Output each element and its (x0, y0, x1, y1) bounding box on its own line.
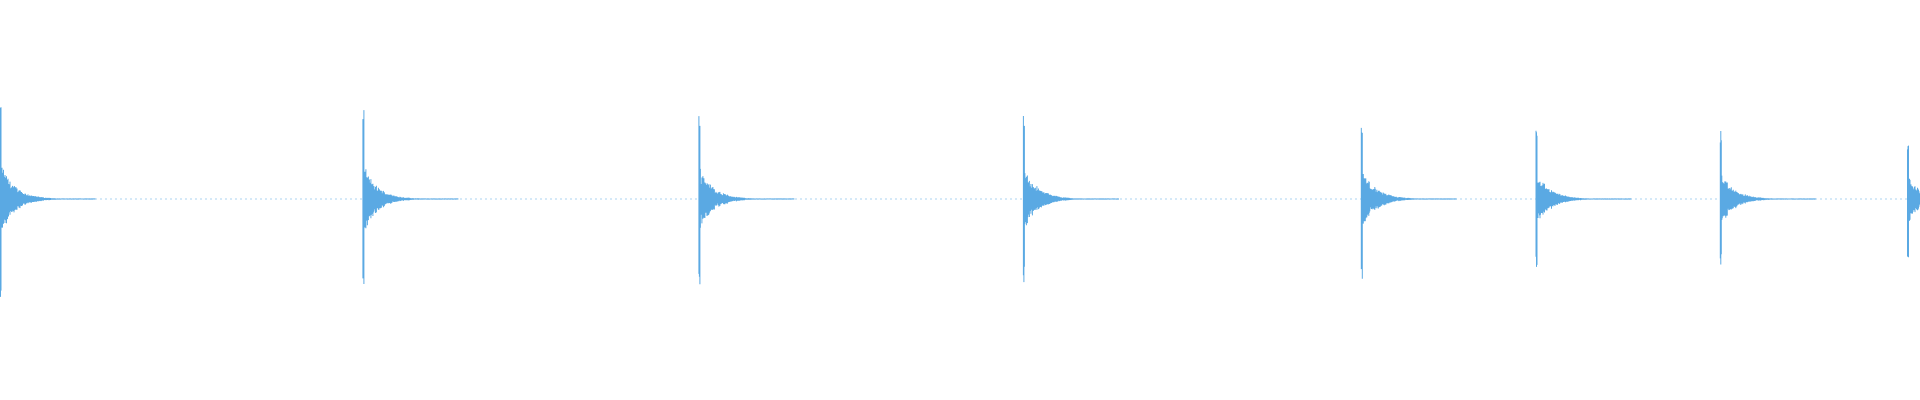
transient-5 (1360, 127, 1457, 279)
transient-4-path (1022, 116, 1119, 283)
transient-7 (1719, 131, 1816, 265)
transient-4 (1022, 116, 1119, 283)
transient-3 (698, 116, 795, 285)
waveform-transients (0, 107, 1920, 297)
transient-1 (0, 107, 96, 297)
transient-6 (1535, 130, 1632, 267)
transient-1-path (0, 107, 96, 297)
transient-6-path (1535, 130, 1632, 267)
transient-3-path (698, 116, 795, 285)
transient-2 (362, 110, 459, 284)
transient-7-path (1719, 131, 1816, 265)
transient-5-path (1360, 127, 1457, 279)
transient-2-path (362, 110, 459, 284)
transient-8-path (1907, 145, 1920, 258)
transient-8 (1907, 145, 1920, 258)
